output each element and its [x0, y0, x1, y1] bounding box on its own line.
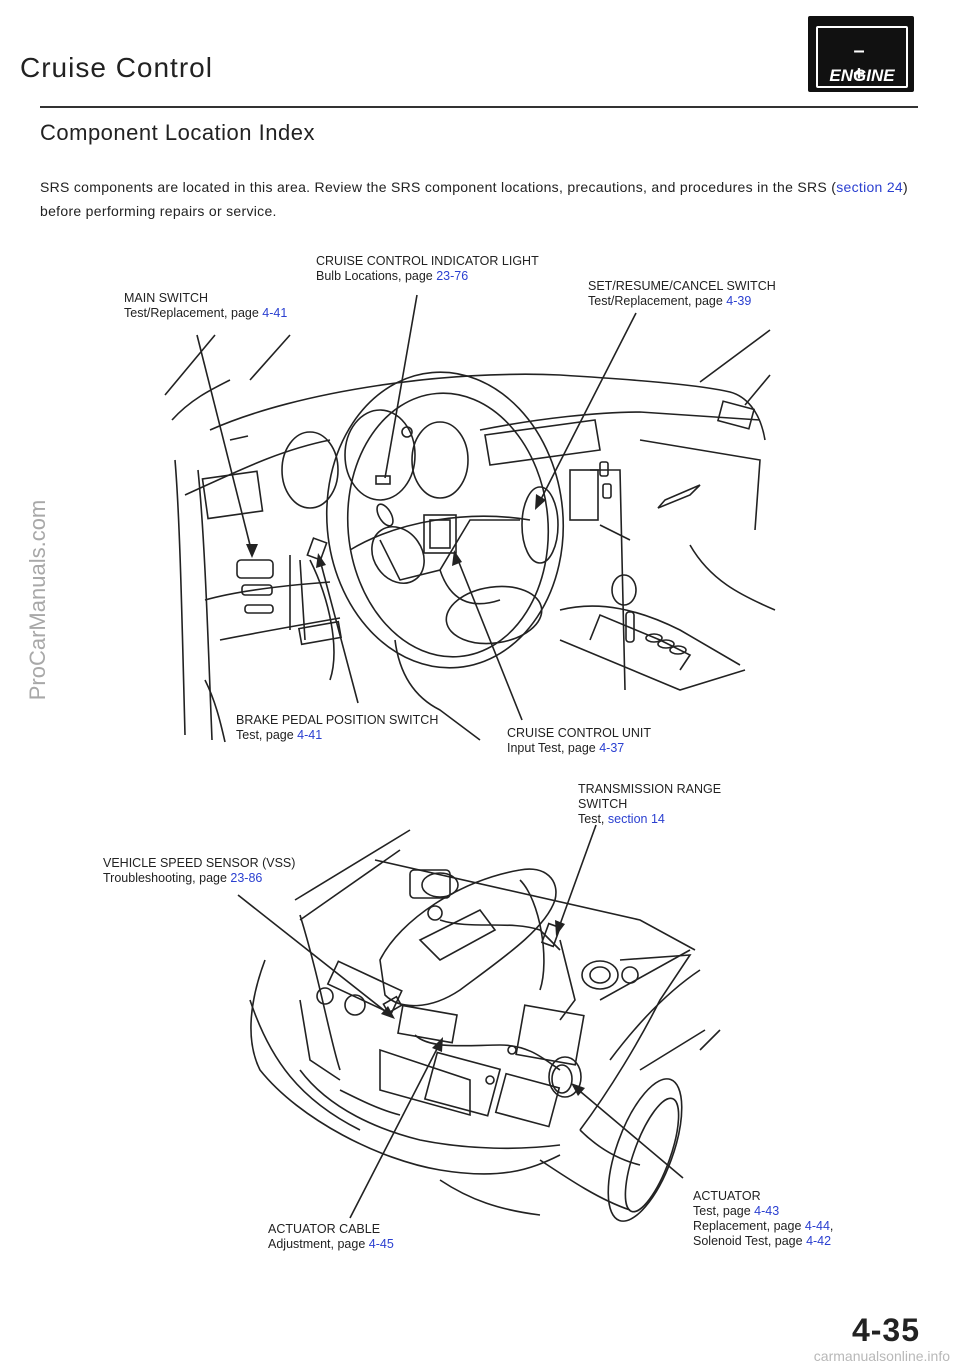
main-switch-desc: Test/Replacement, page: [124, 306, 263, 320]
label-set-resume-switch: SET/RESUME/CANCEL SWITCH Test/Replacemen…: [588, 279, 776, 309]
actuator-cable-desc: Adjustment, page: [268, 1237, 369, 1251]
main-switch-page-link[interactable]: 4-41: [262, 306, 288, 320]
leader-set-resume: [537, 312, 637, 506]
side-watermark: ProCarManuals.com: [25, 499, 50, 701]
brake-pedal-desc: Test, page: [236, 728, 298, 742]
leader-actuator-cable: [349, 1042, 441, 1219]
actuator-cable-page-link[interactable]: 4-45: [368, 1237, 394, 1251]
section-subtitle: Component Location Index: [40, 120, 315, 145]
indicator-title: CRUISE CONTROL INDICATOR LIGHT: [316, 254, 539, 268]
footer-watermark: carmanualsonline.info: [813, 1348, 950, 1364]
main-switch-title: MAIN SWITCH: [124, 291, 209, 305]
intro-paragraph: SRS components are located in this area.…: [40, 175, 920, 223]
intro-srs-link[interactable]: section 24: [836, 179, 904, 195]
trans-range-title-2: SWITCH: [578, 797, 628, 811]
label-vehicle-speed-sensor: VEHICLE SPEED SENSOR (VSS) Troubleshooti…: [103, 856, 295, 886]
trans-range-desc: Test,: [578, 812, 608, 826]
control-unit-desc: Input Test, page: [507, 741, 600, 755]
engine-section-logo: – + ENGINE: [808, 16, 914, 92]
vss-desc: Troubleshooting, page: [103, 871, 231, 885]
actuator-cable-title: ACTUATOR CABLE: [268, 1222, 381, 1236]
header-rule: [40, 106, 918, 108]
brake-pedal-title: BRAKE PEDAL POSITION SWITCH: [236, 713, 439, 727]
logo-text: ENGINE: [829, 66, 895, 85]
actuator-replacement-link[interactable]: 4-44: [804, 1219, 830, 1233]
brake-pedal-page-link[interactable]: 4-41: [297, 728, 323, 742]
page-number: 4-35: [851, 1312, 920, 1348]
trans-range-title-1: TRANSMISSION RANGE: [578, 782, 722, 796]
label-transmission-range-switch: TRANSMISSION RANGE SWITCH Test, section …: [578, 782, 721, 827]
label-actuator: ACTUATOR Test, page 4-43 Replacement, pa…: [693, 1189, 833, 1249]
engine-bay-illustration: [249, 829, 721, 1222]
actuator-replacement-desc: Replacement, page: [693, 1219, 805, 1233]
leader-actuator: [574, 1086, 684, 1179]
control-unit-page-link[interactable]: 4-37: [599, 741, 625, 755]
intro-text-after: ) before performing repairs or service.: [40, 179, 908, 219]
leader-indicator: [384, 294, 418, 479]
intro-text-before: SRS components are located in this area.…: [40, 179, 837, 195]
trans-range-section-link[interactable]: section 14: [607, 812, 665, 826]
vss-title: VEHICLE SPEED SENSOR (VSS): [103, 856, 296, 870]
label-actuator-cable: ACTUATOR CABLE Adjustment, page 4-45: [268, 1222, 394, 1252]
label-cruise-indicator: CRUISE CONTROL INDICATOR LIGHT Bulb Loca…: [316, 254, 539, 284]
actuator-solenoid-desc: Solenoid Test, page: [693, 1234, 807, 1248]
leader-vss: [237, 894, 391, 1016]
actuator-solenoid-link[interactable]: 4-42: [806, 1234, 832, 1248]
leader-brake-pedal: [319, 559, 359, 704]
leader-main-switch: [196, 334, 253, 554]
control-unit-title: CRUISE CONTROL UNIT: [507, 726, 651, 740]
actuator-title: ACTUATOR: [693, 1189, 761, 1203]
label-main-switch: MAIN SWITCH Test/Replacement, page 4-41: [124, 291, 287, 321]
label-cruise-control-unit: CRUISE CONTROL UNIT Input Test, page 4-3…: [507, 726, 651, 756]
set-resume-page-link[interactable]: 4-39: [726, 294, 752, 308]
label-brake-pedal-switch: BRAKE PEDAL POSITION SWITCH Test, page 4…: [236, 713, 438, 743]
indicator-page-link[interactable]: 23-76: [436, 269, 469, 283]
set-resume-desc: Test/Replacement, page: [588, 294, 727, 308]
set-resume-title: SET/RESUME/CANCEL SWITCH: [588, 279, 776, 293]
battery-icon: – + ENGINE: [816, 26, 908, 88]
page-title: Cruise Control: [20, 52, 213, 83]
actuator-sep: ,: [829, 1219, 834, 1233]
indicator-desc: Bulb Locations, page: [316, 269, 437, 283]
logo-symbols: – +: [853, 40, 891, 85]
vss-page-link[interactable]: 23-86: [230, 871, 263, 885]
dashboard-illustration: [164, 329, 776, 743]
actuator-test-link[interactable]: 4-43: [754, 1204, 780, 1218]
leader-trans-range: [557, 824, 597, 931]
actuator-test-desc: Test, page: [693, 1204, 755, 1218]
leader-control-unit: [455, 554, 523, 721]
